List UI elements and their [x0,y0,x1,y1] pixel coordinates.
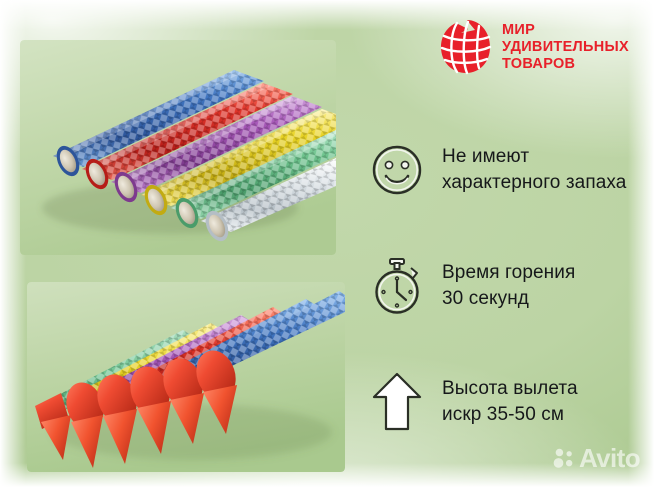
feature-line-2: характерного запаха [442,172,627,193]
feature-text: Не имеют характерного запаха [430,144,626,196]
brand-line-3: ТОВАРОВ [502,55,576,72]
feature-line-2: 30 секунд [442,288,529,309]
stopwatch-icon [375,258,419,314]
feature-text: Время горения 30 секунд [430,260,575,312]
sparklers-foil-illustration [20,40,336,255]
feature-no-odor: Не имеют характерного запаха [364,112,646,228]
feature-line-2: искр 35-50 см [442,404,565,425]
product-photo-sparkler-spikes [27,282,345,472]
brand-logo: МИР УДИВИТЕЛЬНЫХ ТОВАРОВ [437,16,629,78]
up-arrow-icon [372,372,422,431]
avito-wordmark: Avito [578,443,641,473]
feature-line-1: Время горения [442,262,576,283]
sparkler-spikes-illustration [27,282,345,472]
brand-line-2: УДИВИТЕЛЬНЫХ [502,38,629,55]
feature-line-1: Высота вылета [442,378,578,399]
feature-burn-time: Время горения 30 секунд [364,228,646,344]
feature-line-1: Не имеют [442,146,530,167]
feature-list: Не имеют характерного запаха [364,112,646,460]
red-globe-icon [440,20,492,75]
avito-watermark: Avito [553,443,641,473]
feature-icon-wrap [364,256,430,316]
feature-spark-height: Высота вылета искр 35-50 см [364,344,646,460]
smiley-face-icon [372,145,422,195]
feature-icon-wrap [364,371,430,433]
feature-icon-wrap [364,142,430,198]
product-photo-sparklers-foil [20,40,336,255]
brand-logo-text: МИР УДИВИТЕЛЬНЫХ ТОВАРОВ [502,22,629,73]
brand-line-1: МИР [502,21,536,38]
feature-text: Высота вылета искр 35-50 см [430,376,578,428]
avito-dots-icon [553,448,573,468]
